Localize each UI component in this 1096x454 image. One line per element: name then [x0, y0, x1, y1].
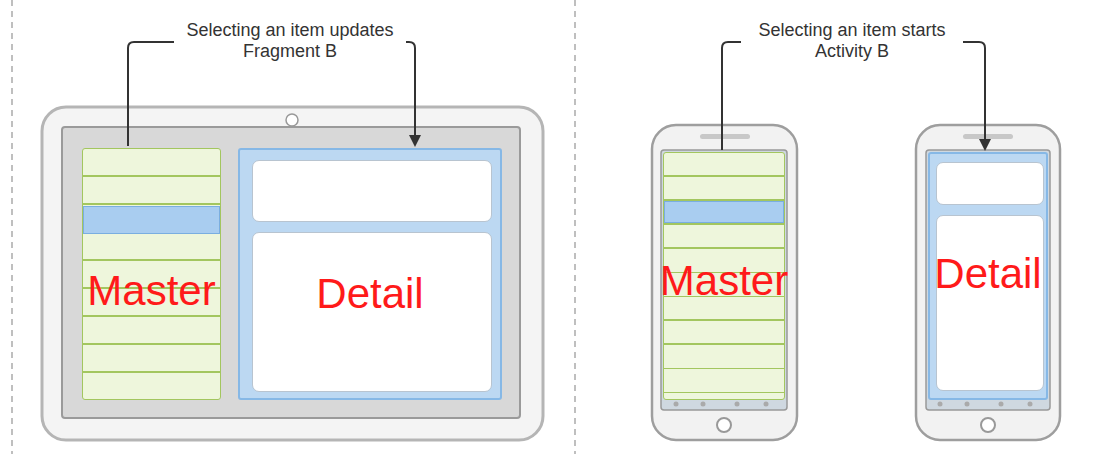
callout-label: Selecting an item starts Activity B [741, 20, 963, 62]
phone-body [916, 125, 1060, 440]
panel-label: Detail [920, 250, 1056, 298]
arrow-head [409, 135, 421, 147]
phone-speaker [700, 134, 750, 139]
tablet-screen [62, 127, 520, 418]
phone-body [652, 125, 797, 440]
panel-label: Detail [230, 270, 510, 318]
detail-panel: Detail [928, 152, 1048, 400]
content-area [936, 215, 1044, 391]
selected-row [83, 206, 220, 234]
master-list-panel: Master [82, 148, 221, 400]
divider-line [574, 0, 576, 454]
content-area [936, 162, 1044, 205]
phone-home-button [717, 418, 731, 432]
phone-soft-keys [938, 402, 1033, 407]
callout-label: Selecting an item updates Fragment B [174, 20, 406, 62]
tablet-camera [286, 114, 298, 126]
master-list-panel: Master [663, 152, 785, 400]
phone-home-button [981, 418, 995, 432]
panel-label: Master [73, 267, 230, 315]
arrow-head [979, 139, 991, 151]
detail-panel: Detail [238, 148, 502, 400]
panel-label: Master [654, 257, 794, 305]
phone-soft-keys [674, 402, 769, 407]
tablet-body [42, 107, 543, 440]
divider-line [11, 0, 13, 454]
phone-speaker [963, 134, 1013, 139]
selected-row [664, 201, 784, 223]
content-area [252, 160, 492, 222]
